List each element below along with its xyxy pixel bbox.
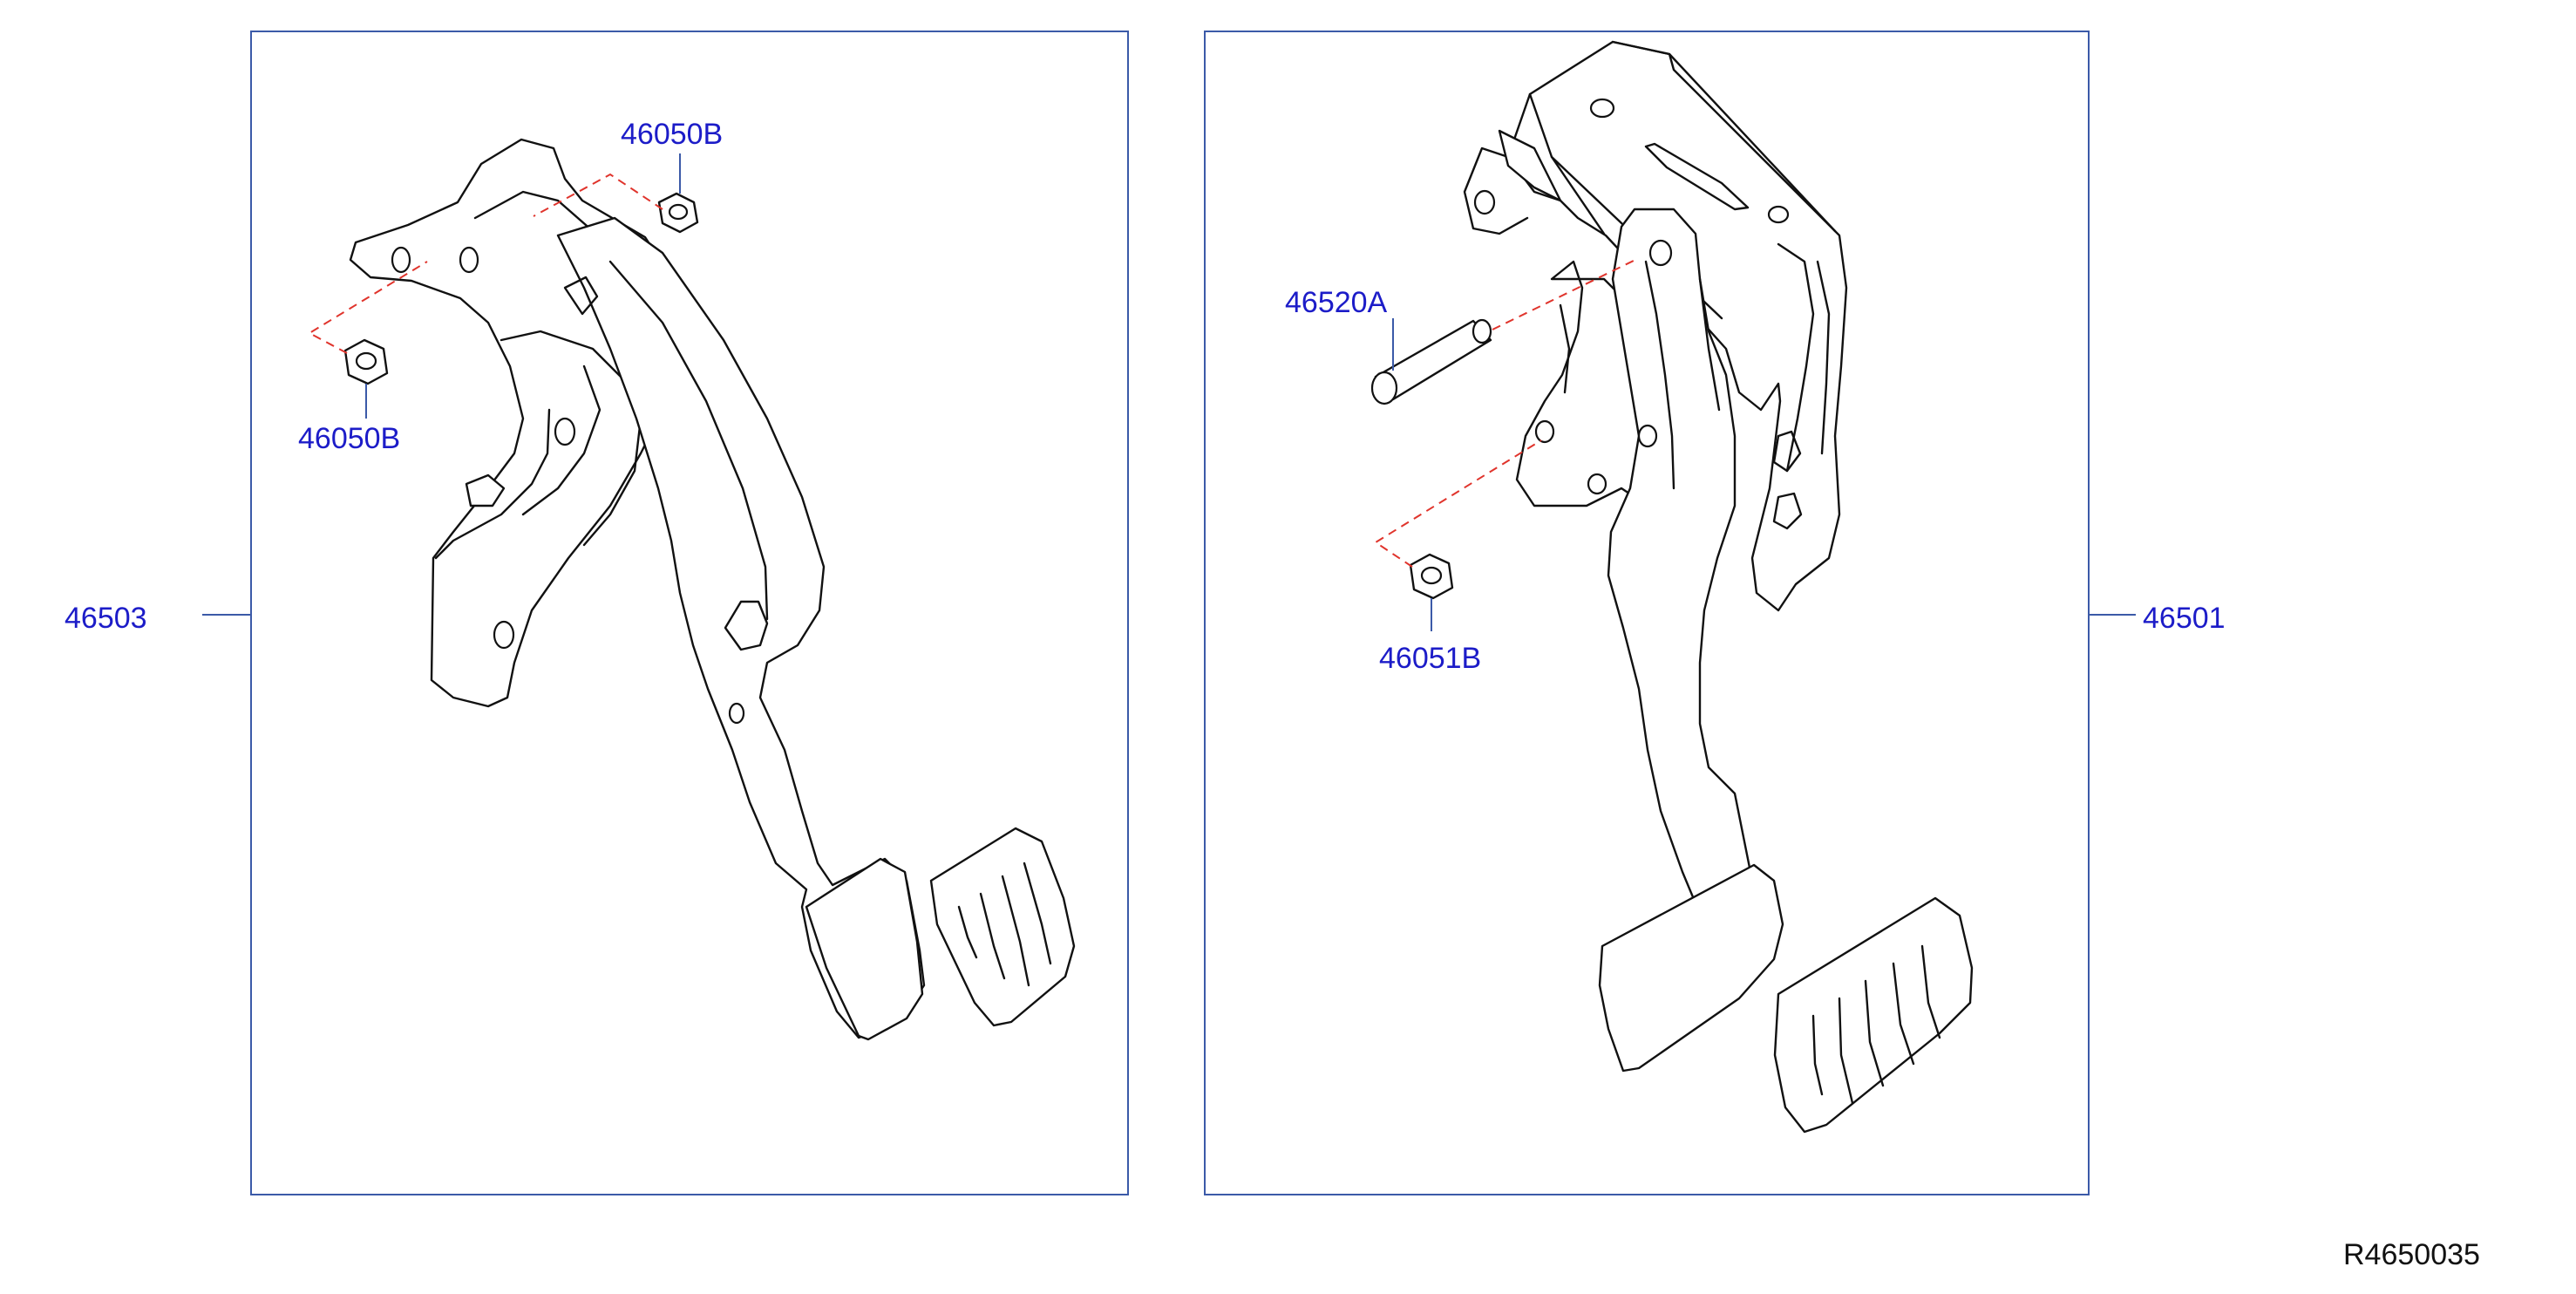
left-nut-top-guide: [533, 173, 663, 217]
bracket-hole-lower: [493, 620, 515, 650]
callout-46050B-top: 46050B: [621, 118, 723, 151]
left-clutch-pedal-pad: [805, 857, 924, 1041]
left-assembly-panel: 46050B 46050B 46503: [65, 31, 1129, 1195]
left-panel-frame: [250, 31, 1129, 1195]
bracket-hole-upper: [391, 246, 411, 274]
bracket-hole-right: [1767, 205, 1790, 224]
left-nut-top: [657, 192, 699, 234]
right-pivot-pin: [1370, 318, 1492, 405]
right-nut-guide: [1374, 439, 1542, 568]
pedal-arm-hole-2: [1637, 424, 1658, 448]
left-nut-left-guide: [307, 261, 428, 354]
left-nut-left: [343, 338, 389, 385]
pedal-arm-hole: [1648, 239, 1673, 267]
right-panel-frame: [1204, 31, 2090, 1195]
diagram-reference-code: R4650035: [2343, 1238, 2480, 1271]
right-nut: [1409, 553, 1454, 600]
right-clutch-pedal-pad: [1598, 863, 1784, 1073]
right-brake-pedal-pad: [1773, 896, 1974, 1134]
right-pin-guide: [1492, 257, 1640, 330]
right-mounting-bracket: [1463, 40, 1848, 612]
bracket-hole-top: [1589, 98, 1615, 119]
left-brake-pedal-pad: [929, 827, 1076, 1027]
right-assembly-panel: 46520A 46051B 46501: [1204, 31, 2226, 1195]
callout-46050B-left: 46050B: [298, 422, 400, 455]
callout-46520A: 46520A: [1285, 286, 1388, 319]
callout-46501: 46501: [2143, 602, 2226, 635]
side-plate-hole-2: [1587, 473, 1607, 495]
bracket-hole-side: [1473, 189, 1496, 215]
bracket-hole-mid: [459, 246, 479, 274]
side-plate-hole: [1534, 419, 1555, 444]
arm-hole: [728, 702, 745, 725]
callout-46051B: 46051B: [1379, 642, 1481, 675]
bracket-hole-center: [554, 417, 576, 446]
callout-46503: 46503: [65, 602, 147, 635]
